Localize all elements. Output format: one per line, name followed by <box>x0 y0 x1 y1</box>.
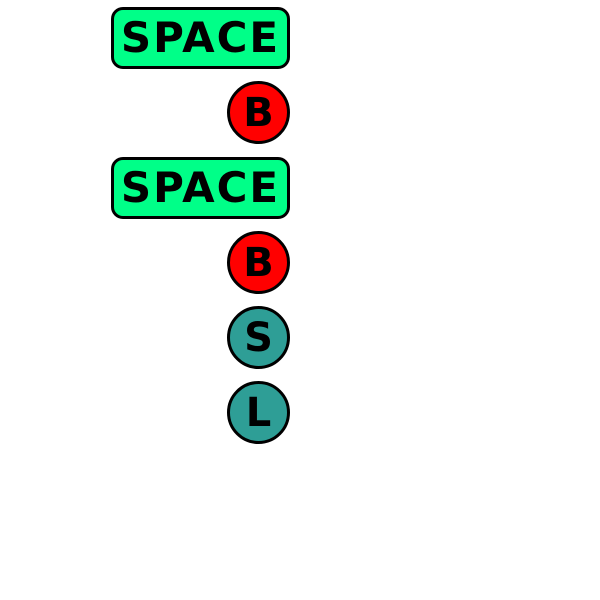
key-label: B <box>243 239 274 286</box>
b-button-prompt: B <box>227 81 290 144</box>
space-key-prompt: SPACE <box>111 157 290 219</box>
key-label: SPACE <box>120 163 281 212</box>
key-label: L <box>245 389 272 436</box>
b-button-prompt: B <box>227 231 290 294</box>
key-label: B <box>243 89 274 136</box>
key-label: SPACE <box>120 13 281 62</box>
s-button-prompt: S <box>227 306 290 369</box>
l-button-prompt: L <box>227 381 290 444</box>
space-key-prompt: SPACE <box>111 7 290 69</box>
key-label: S <box>244 314 273 361</box>
